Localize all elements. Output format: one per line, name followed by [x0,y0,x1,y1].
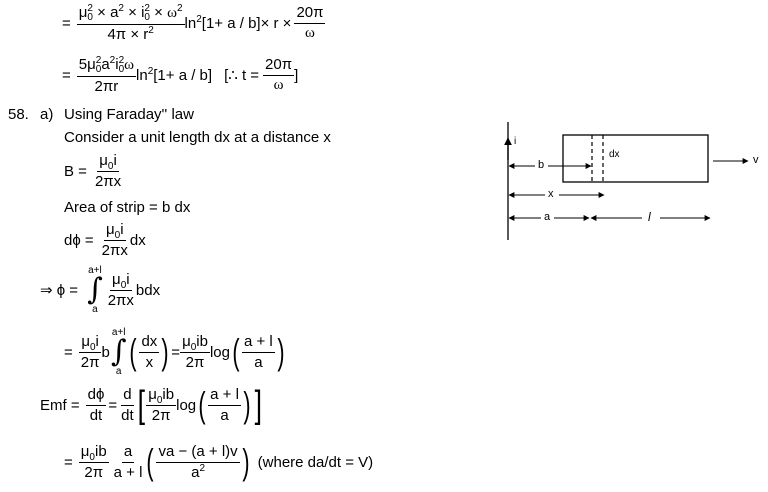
area-statement: Area of strip = b dx [64,199,191,216]
problem-intro: Consider a unit length dx at a distance … [64,129,331,146]
fraction-20pi-omega: 20π ω [294,4,326,41]
problem-heading: Using Faraday'' law [64,106,194,123]
diagram-label-a: a [544,211,551,223]
equation-phi-result: = μ0i 2π b a+l ∫ a ( dx x ) = μ0ib 2π lo… [64,327,285,377]
equation-emf: Emf = dϕ dt = d dt [ μ0ib 2π log ( a + l… [40,384,262,426]
diagram-label-l: l [648,210,651,224]
equals-sign: = [62,14,71,32]
integral-sign: a+l ∫ a [110,327,127,377]
diagram-label-dx: dx [609,149,620,160]
conducting-loop [562,134,709,183]
equation-phi-integral: ⇒ ϕ = a+l ∫ a μ0i 2πx bdx [40,265,161,315]
integral-sign: a+l ∫ a [87,265,103,315]
diagram-label-v: v [753,154,759,166]
problem-number: 58. [8,106,29,123]
diagram-label-b: b [538,159,545,171]
equation-emf-result: = μ0ib 2π a a + l ( va − (a + l)v a2 ) (… [64,441,374,483]
equals-sign: = [62,66,71,84]
equation-b-field: B = μ0i 2πx [64,152,122,190]
problem-part: a) [40,106,54,123]
equation-dphi: dϕ = μ0i 2πx dx [64,221,146,259]
diagram-label-current: i [514,136,517,147]
diagram-label-x: x [548,188,554,200]
